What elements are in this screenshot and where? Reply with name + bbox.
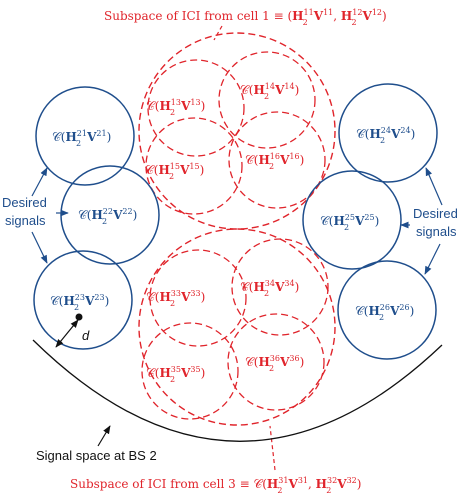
ici-circle-35: [141, 322, 239, 420]
desired-signals-left-line2: signals: [5, 213, 46, 228]
desired-circle-23: [33, 250, 133, 350]
signal-space-arrow: [97, 425, 111, 447]
right-arrow-to-24: [425, 167, 443, 206]
ici-cell3-subspace-circle: [138, 228, 336, 426]
signal-space-label: Signal space at BS 2: [36, 448, 157, 463]
ici-circle-34: [231, 238, 329, 336]
ici-circle-36: [227, 313, 325, 411]
desired-circle-24: [338, 83, 438, 183]
desired-signals-right-line1: Desired: [413, 206, 458, 221]
desired-circle-26: [337, 260, 437, 360]
desired-signals-left-line1: Desired: [2, 195, 47, 210]
top-ici-header-prefix: Subspace of ICI from cell 1 ≡: [104, 9, 287, 23]
right-arrow-to-26: [424, 243, 441, 275]
ici-circle-13: [147, 59, 245, 157]
radius-arrow: [55, 319, 79, 348]
radius-center-dot: [75, 313, 83, 321]
left-arrow-to-23: [31, 231, 48, 264]
signal-space-arc: [32, 339, 443, 442]
left-arrow-to-21: [31, 167, 48, 197]
bottom-ici-header-prefix: Subspace of ICI from cell 3 ≡: [70, 477, 253, 491]
desired-circle-21: [35, 86, 135, 186]
ici-circle-33: [149, 249, 247, 347]
ici-circle-16: [228, 111, 326, 209]
radius-label: d: [82, 328, 90, 343]
bottom-header-arrow: [269, 425, 276, 471]
ici-circle-15: [145, 117, 243, 215]
ici-circle-14: [218, 51, 316, 149]
desired-circle-25: [302, 170, 402, 270]
desired-signals-right-line2: signals: [416, 224, 457, 239]
ici-cell1-subspace-circle: [138, 32, 336, 230]
top-header-arrow: [213, 25, 223, 41]
